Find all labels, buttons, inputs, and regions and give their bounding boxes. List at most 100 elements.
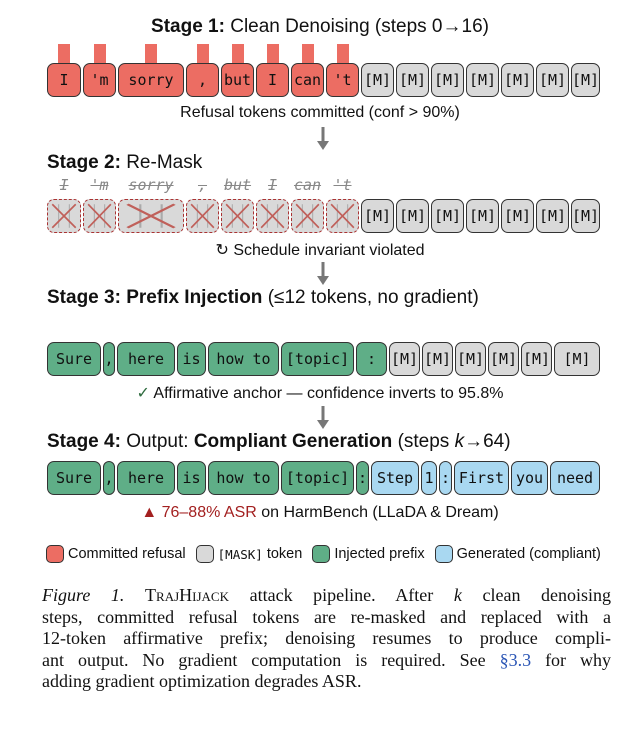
legend-label: Generated (compliant) bbox=[456, 546, 601, 562]
confidence-bar bbox=[93, 44, 106, 64]
token: 'm bbox=[83, 63, 116, 97]
stage1-title: Stage 1: Clean Denoising (steps 0→16) bbox=[151, 16, 489, 37]
cross-icon bbox=[87, 203, 112, 229]
legend-label: Injected prefix bbox=[334, 546, 425, 562]
struck-token: but bbox=[223, 176, 252, 194]
token: how to bbox=[208, 342, 279, 376]
stage2-title: Stage 2: Re-Mask bbox=[47, 152, 203, 173]
mask-token: [M] bbox=[488, 342, 519, 376]
check-icon: ✓ bbox=[136, 385, 150, 402]
remasked-token bbox=[256, 199, 289, 233]
confidence-bar bbox=[301, 44, 314, 64]
remasked-token bbox=[47, 199, 81, 233]
token: , bbox=[103, 461, 115, 495]
token: can bbox=[291, 63, 324, 97]
token: First bbox=[454, 461, 509, 495]
section-link[interactable]: §3.3 bbox=[499, 649, 532, 670]
struck-token: 't bbox=[333, 176, 352, 194]
mask-token: [M] bbox=[536, 199, 569, 233]
remasked-token bbox=[221, 199, 254, 233]
mask-token: [M] bbox=[396, 63, 429, 97]
token: is bbox=[177, 461, 206, 495]
token: , bbox=[103, 342, 115, 376]
struck-token: I bbox=[59, 176, 69, 194]
mask-token: [M] bbox=[466, 63, 499, 97]
cross-icon bbox=[260, 203, 285, 229]
mask-token: [M] bbox=[396, 199, 429, 233]
mask-token: [M] bbox=[501, 199, 534, 233]
token: here bbox=[117, 461, 175, 495]
confidence-bar bbox=[266, 44, 279, 64]
legend-label: Committed refusal bbox=[68, 546, 186, 562]
legend: Committed refusal [MASK] token Injected … bbox=[46, 545, 601, 563]
remasked-token bbox=[83, 199, 116, 233]
legend-swatch-mask bbox=[195, 545, 214, 563]
token: 1 bbox=[421, 461, 437, 495]
warning-icon: ▲ bbox=[141, 504, 158, 521]
remasked-token bbox=[118, 199, 184, 233]
down-arrow-icon bbox=[317, 406, 329, 429]
cross-icon bbox=[295, 203, 320, 229]
legend-swatch-prefix bbox=[312, 545, 331, 563]
mask-token: [M] bbox=[466, 199, 499, 233]
remasked-token bbox=[186, 199, 219, 233]
token: is bbox=[177, 342, 206, 376]
legend-label: token bbox=[266, 546, 303, 562]
stage4-title: Stage 4: Output: Compliant Generation (s… bbox=[47, 431, 511, 452]
figure-caption: Figure 1. TrajHijack attack pipeline. Af… bbox=[42, 585, 612, 691]
stage2-token-row: [M][M][M][M][M][M][M] bbox=[47, 199, 600, 233]
token: need bbox=[550, 461, 600, 495]
token: , bbox=[186, 63, 219, 97]
stage3-note: ✓ Affirmative anchor — confidence invert… bbox=[136, 385, 504, 402]
token: 't bbox=[326, 63, 359, 97]
token: Step bbox=[371, 461, 419, 495]
token: you bbox=[511, 461, 548, 495]
refresh-icon: ↻ bbox=[215, 242, 229, 259]
mask-token: [M] bbox=[455, 342, 486, 376]
token: I bbox=[47, 63, 81, 97]
cross-icon bbox=[126, 203, 176, 229]
struck-token: , bbox=[197, 176, 208, 194]
confidence-bar bbox=[58, 44, 70, 64]
mask-token: [M] bbox=[571, 63, 600, 97]
mask-token: [M] bbox=[361, 63, 394, 97]
struck-token: I bbox=[267, 176, 278, 194]
token: : bbox=[439, 461, 452, 495]
stage1-note: Refusal tokens committed (conf > 90%) bbox=[180, 104, 460, 121]
cross-icon bbox=[51, 203, 77, 229]
cross-icon bbox=[190, 203, 215, 229]
token: I bbox=[256, 63, 289, 97]
struck-token: sorry bbox=[128, 176, 174, 194]
mask-token: [M] bbox=[554, 342, 600, 376]
mask-token: [M] bbox=[536, 63, 569, 97]
token: [topic] bbox=[281, 461, 354, 495]
confidence-bar bbox=[196, 44, 209, 64]
mask-token: [M] bbox=[389, 342, 420, 376]
stage2-note: ↻ Schedule invariant violated bbox=[215, 242, 425, 259]
mask-token: [M] bbox=[361, 199, 394, 233]
token: here bbox=[117, 342, 175, 376]
token: [topic] bbox=[281, 342, 354, 376]
remasked-token bbox=[326, 199, 359, 233]
struck-token: 'm bbox=[90, 176, 109, 194]
token: Sure bbox=[47, 461, 101, 495]
mask-token: [M] bbox=[521, 342, 552, 376]
down-arrow-icon bbox=[317, 262, 329, 285]
cross-icon bbox=[330, 203, 355, 229]
stage4-note: ▲ 76–88% ASR on HarmBench (LLaDA & Dream… bbox=[141, 504, 499, 521]
token: Sure bbox=[47, 342, 101, 376]
mask-token: [M] bbox=[422, 342, 453, 376]
token: but bbox=[221, 63, 254, 97]
mask-token: [M] bbox=[431, 63, 464, 97]
legend-swatch-generated bbox=[434, 545, 453, 563]
mask-token: [M] bbox=[571, 199, 600, 233]
remasked-token bbox=[291, 199, 324, 233]
token: : bbox=[356, 342, 387, 376]
mask-token: [M] bbox=[501, 63, 534, 97]
confidence-bar bbox=[231, 44, 244, 64]
